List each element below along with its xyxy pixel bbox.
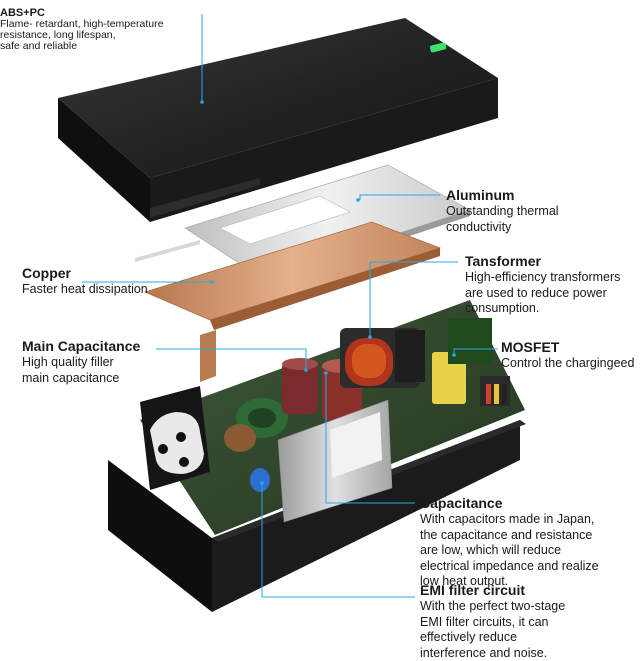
copper-sheet [135, 221, 442, 382]
transformer-title: Tansformer [465, 253, 541, 269]
transformer [340, 328, 425, 388]
emi-coil [224, 398, 288, 492]
main-capacitance-title: Main Capacitance [22, 338, 141, 354]
top-cover [58, 18, 498, 222]
aluminum-description: Outstanding thermal conductivity [446, 204, 559, 234]
aluminum-callout: Aluminum Outstanding thermal conductivit… [446, 187, 559, 235]
pcb-heatsink [277, 399, 393, 523]
aluminum-leader [359, 194, 440, 200]
main-capacitance-leader [156, 348, 307, 368]
copper-description: Faster heat dissipation [22, 282, 148, 296]
mosfet-callout: MOSFET Control the chargingeed [501, 339, 634, 372]
emi-callout: EMI filter circuit With the perfect two-… [420, 582, 565, 661]
transformer-description: High-efficiency transformers are used to… [465, 270, 621, 315]
capacitance-leader [325, 374, 415, 504]
main-capacitance-description: High quality filler main capacitance [22, 355, 120, 385]
copper-title: Copper [22, 265, 71, 281]
abs-pc-title: ABS+PC [0, 7, 45, 19]
aluminum-title: Aluminum [446, 187, 515, 203]
leader-lines [82, 14, 498, 598]
capacitance-callout: Capacitance With capacitors made in Japa… [420, 495, 599, 590]
led-indicator [429, 42, 447, 53]
mosfet-leader [453, 348, 498, 354]
main-capacitance-callout: Main Capacitance High quality filler mai… [22, 338, 140, 386]
transformer-callout: Tansformer High-efficiency transformers … [465, 253, 620, 317]
emi-title: EMI filter circuit [420, 582, 526, 598]
copper-callout: Copper Faster heat dissipation [22, 265, 148, 298]
capacitance-description: With capacitors made in Japan, the capac… [420, 512, 599, 588]
emi-description: With the perfect two-stage EMI filter ci… [420, 599, 566, 660]
emi-leader [261, 484, 415, 598]
mosfet-title: MOSFET [501, 339, 560, 355]
abs-pc-description: Flame- retardant, high-temperature resis… [0, 18, 164, 52]
mosfet-area [432, 318, 510, 406]
transformer-leader [369, 261, 458, 336]
capacitance-title: Capacitance [420, 495, 503, 511]
ac-socket [140, 386, 210, 490]
abs-pc-callout: ABS+PC Flame- retardant, high-temperatur… [0, 7, 163, 52]
mosfet-description: Control the chargingeed [501, 356, 635, 370]
